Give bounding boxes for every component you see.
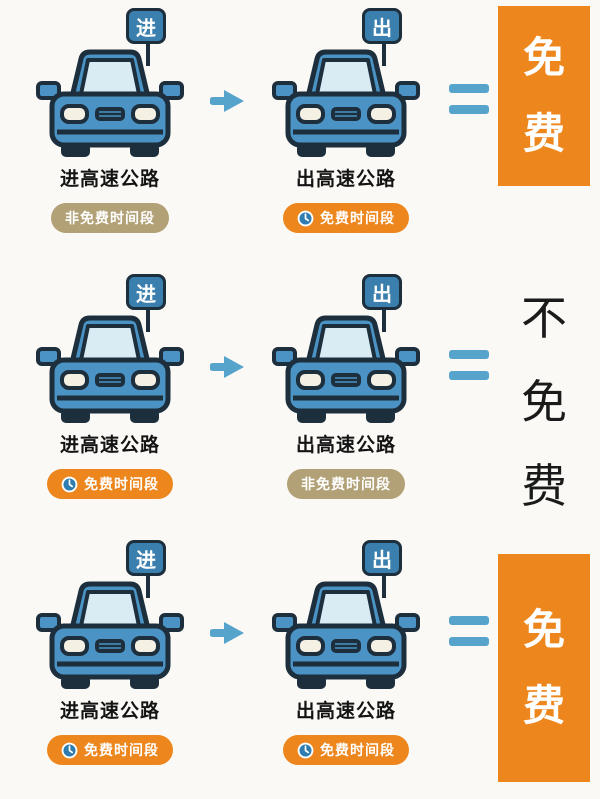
- enter-car-group: 进 进高速公路 免费时间段: [14, 266, 206, 499]
- enter-flag-sign: 进: [126, 8, 166, 44]
- equals-sign: [442, 266, 496, 380]
- enter-highway-label: 进高速公路: [59, 169, 160, 190]
- equals-bar: [449, 105, 489, 114]
- badge-text: 非免费时间段: [301, 476, 391, 492]
- exit-car-group: 出 出高速公路 免费时间段: [250, 532, 442, 765]
- arrow-right-icon: [206, 532, 250, 646]
- arrow-right-icon: [210, 354, 246, 380]
- badge-text: 免费时间段: [84, 476, 159, 492]
- result-free-box: 免费: [498, 554, 590, 782]
- exit-car: 出: [266, 540, 426, 692]
- exit-car: 出: [266, 8, 426, 160]
- equals-bar: [449, 637, 489, 646]
- rule-row-1: 进 进高速公路 非免费时间段 出 出高速公路 免费时间段: [14, 0, 600, 266]
- arrow-right-icon: [210, 620, 246, 646]
- exit-flag-sign: 出: [362, 274, 402, 310]
- flag-pole: [382, 570, 386, 598]
- car-icon: [35, 45, 185, 160]
- exit-car-group: 出 出高速公路 免费时间段: [250, 0, 442, 233]
- result-not-free-text: 不免费: [521, 292, 567, 512]
- badge-text: 免费时间段: [84, 742, 159, 758]
- result-text: 免费: [522, 606, 565, 729]
- arrow-right-icon: [210, 88, 246, 114]
- enter-car-group: 进 进高速公路 免费时间段: [14, 532, 206, 765]
- enter-car: 进: [30, 274, 190, 426]
- car-icon: [35, 311, 185, 426]
- non-free-time-badge: 非免费时间段: [287, 469, 405, 499]
- car-icon: [271, 45, 421, 160]
- badge-text: 非免费时间段: [65, 210, 155, 226]
- exit-car: 出: [266, 274, 426, 426]
- enter-car: 进: [30, 540, 190, 692]
- clock-icon: [61, 742, 78, 759]
- equals-bar: [449, 616, 489, 625]
- exit-highway-label: 出高速公路: [295, 701, 396, 722]
- free-time-badge: 免费时间段: [283, 203, 409, 233]
- car-icon: [271, 311, 421, 426]
- equals-bar: [449, 350, 489, 359]
- equals-bar: [449, 371, 489, 380]
- result-column: 不免费: [496, 266, 592, 528]
- badge-text: 免费时间段: [320, 210, 395, 226]
- enter-car: 进: [30, 8, 190, 160]
- result-free-box: 免费: [498, 6, 590, 186]
- enter-flag-sign: 进: [126, 540, 166, 576]
- exit-highway-label: 出高速公路: [295, 169, 396, 190]
- flag-pole: [146, 38, 150, 66]
- equals-sign: [442, 532, 496, 646]
- arrow-right-icon: [206, 266, 250, 380]
- free-time-badge: 免费时间段: [283, 735, 409, 765]
- rule-row-2: 进 进高速公路 免费时间段 出 出高速公路 非免费时间段: [14, 266, 600, 532]
- exit-flag-sign: 出: [362, 8, 402, 44]
- free-time-badge: 免费时间段: [47, 469, 173, 499]
- equals-sign: [442, 0, 496, 114]
- enter-flag-sign: 进: [126, 274, 166, 310]
- exit-car-group: 出 出高速公路 非免费时间段: [250, 266, 442, 499]
- arrow-right-icon: [206, 0, 250, 114]
- clock-icon: [297, 210, 314, 227]
- result-column: 免费: [496, 532, 592, 782]
- clock-icon: [297, 742, 314, 759]
- exit-highway-label: 出高速公路: [295, 435, 396, 456]
- enter-highway-label: 进高速公路: [59, 435, 160, 456]
- badge-text: 免费时间段: [320, 742, 395, 758]
- enter-highway-label: 进高速公路: [59, 701, 160, 722]
- flag-pole: [146, 304, 150, 332]
- car-icon: [271, 577, 421, 692]
- car-icon: [35, 577, 185, 692]
- non-free-time-badge: 非免费时间段: [51, 203, 169, 233]
- free-time-badge: 免费时间段: [47, 735, 173, 765]
- result-column: 免费: [496, 0, 592, 186]
- flag-pole: [146, 570, 150, 598]
- rule-row-3: 进 进高速公路 免费时间段 出 出高速公路 免费时间段: [14, 532, 600, 798]
- flag-pole: [382, 304, 386, 332]
- flag-pole: [382, 38, 386, 66]
- exit-flag-sign: 出: [362, 540, 402, 576]
- equals-bar: [449, 84, 489, 93]
- result-text: 免费: [522, 34, 565, 157]
- clock-icon: [61, 476, 78, 493]
- enter-car-group: 进 进高速公路 非免费时间段: [14, 0, 206, 233]
